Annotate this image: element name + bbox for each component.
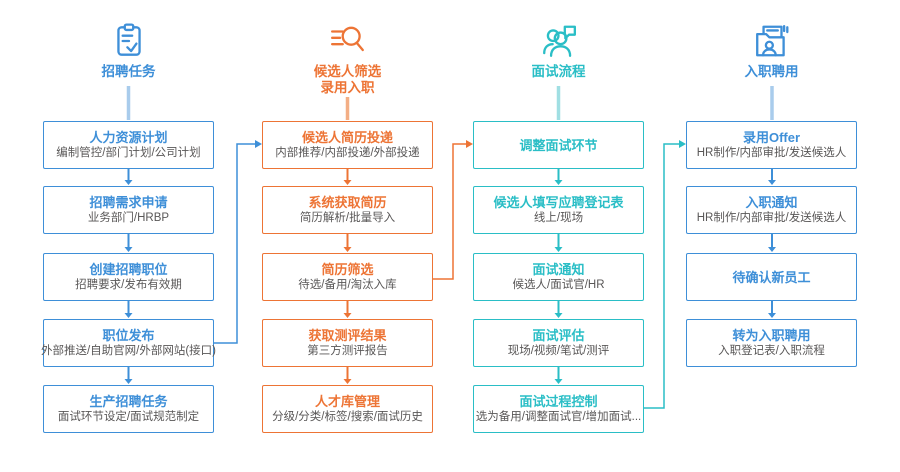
node-subtitle: HR制作/内部审批/发送候选人 — [696, 211, 847, 224]
column-header-onboarding: 入职聘用 — [686, 22, 857, 80]
column-recruitment-tasks: 招聘任务 人力资源计划 编制管控/部门计划/公司计划 招聘需求申请 业务部门/H… — [40, 0, 217, 472]
node-subtitle: HR制作/内部审批/发送候选人 — [696, 146, 847, 159]
node-subtitle: 业务部门/HRBP — [87, 211, 170, 224]
node-generate-recruit-task: 生产招聘任务 面试环节设定/面试规范制定 — [43, 385, 214, 433]
column-header-candidate-screening: 候选人筛选 录用入职 — [262, 22, 433, 96]
node-subtitle: 候选人/面试官/HR — [512, 278, 605, 291]
node-assessment-result: 获取测评结果 第三方测评报告 — [262, 319, 433, 367]
clipboard-check-icon — [116, 23, 141, 56]
node-subtitle: 第三方测评报告 — [307, 344, 388, 357]
node-title: 职位发布 — [102, 327, 155, 343]
node-title: 人力资源计划 — [89, 129, 168, 145]
node-subtitle: 外部推送/自助官网/外部网站(接口) — [40, 344, 217, 357]
column-header-interview-process: 面试流程 — [473, 22, 644, 80]
node-title: 转为入职聘用 — [732, 327, 811, 343]
column-title: 候选人筛选 — [313, 64, 382, 79]
node-title: 面试评估 — [532, 327, 585, 343]
column-candidate-screening: 候选人筛选 录用入职 候选人简历投递 内部推荐/内部投递/外部投递 系统获取简历… — [262, 0, 433, 472]
node-title: 候选人填写应聘登记表 — [493, 194, 624, 210]
node-subtitle: 待选/备用/淘汰入库 — [298, 278, 397, 291]
column-title: 入职聘用 — [744, 64, 799, 79]
node-system-fetch-resume: 系统获取简历 简历解析/批量导入 — [262, 186, 433, 234]
node-subtitle: 简历解析/批量导入 — [299, 211, 396, 224]
node-resume-screening: 简历筛选 待选/备用/淘汰入库 — [262, 253, 433, 301]
column-interview-process: 面试流程 调整面试环节 候选人填写应聘登记表 线上/现场 面试通知 候选人/面试… — [473, 0, 644, 472]
node-subtitle: 选为备用/调整面试官/增加面试... — [475, 410, 642, 423]
node-resume-submission: 候选人简历投递 内部推荐/内部投递/外部投递 — [262, 121, 433, 169]
node-title: 创建招聘职位 — [89, 261, 168, 277]
node-title: 待确认新员工 — [732, 269, 811, 285]
node-title: 简历筛选 — [321, 261, 374, 277]
employee-folder-icon — [755, 25, 788, 57]
node-convert-to-onboarding: 转为入职聘用 入职登记表/入职流程 — [686, 319, 857, 367]
node-talent-pool-management: 人才库管理 分级/分类/标签/搜索/面试历史 — [262, 385, 433, 433]
node-title: 调整面试环节 — [519, 137, 598, 153]
node-title: 入职通知 — [745, 194, 798, 210]
node-title: 招聘需求申请 — [89, 194, 168, 210]
node-subtitle: 入职登记表/入职流程 — [718, 344, 825, 357]
node-interview-process-control: 面试过程控制 选为备用/调整面试官/增加面试... — [473, 385, 644, 433]
interview-people-icon — [542, 25, 576, 57]
node-subtitle: 线上/现场 — [533, 211, 584, 224]
node-pending-new-employee: 待确认新员工 — [686, 253, 857, 301]
node-hr-resource-plan: 人力资源计划 编制管控/部门计划/公司计划 — [43, 121, 214, 169]
column-title-line2: 录用入职 — [320, 80, 375, 96]
node-subtitle: 招聘要求/发布有效期 — [75, 278, 182, 291]
node-subtitle: 现场/视频/笔试/测评 — [507, 344, 610, 357]
node-title: 面试通知 — [532, 261, 585, 277]
node-title: 系统获取简历 — [308, 194, 387, 210]
node-title: 人才库管理 — [314, 393, 380, 409]
node-fill-registration-form: 候选人填写应聘登记表 线上/现场 — [473, 186, 644, 234]
node-interview-notice: 面试通知 候选人/面试官/HR — [473, 253, 644, 301]
node-title: 面试过程控制 — [519, 393, 598, 409]
node-subtitle: 内部推荐/内部投递/外部投递 — [275, 146, 420, 159]
node-title: 获取测评结果 — [308, 327, 387, 343]
node-position-publish: 职位发布 外部推送/自助官网/外部网站(接口) — [40, 319, 217, 367]
node-title: 生产招聘任务 — [89, 393, 168, 409]
node-subtitle: 分级/分类/标签/搜索/面试历史 — [272, 410, 423, 423]
node-subtitle: 面试环节设定/面试规范制定 — [57, 410, 200, 423]
column-title: 面试流程 — [531, 64, 586, 79]
node-recruit-demand-apply: 招聘需求申请 业务部门/HRBP — [43, 186, 214, 234]
column-onboarding: 入职聘用 录用Offer HR制作/内部审批/发送候选人 入职通知 HR制作/内… — [686, 0, 857, 472]
node-interview-evaluation: 面试评估 现场/视频/笔试/测评 — [473, 319, 644, 367]
node-create-position: 创建招聘职位 招聘要求/发布有效期 — [43, 253, 214, 301]
node-subtitle: 编制管控/部门计划/公司计划 — [56, 146, 201, 159]
node-onboard-notice: 入职通知 HR制作/内部审批/发送候选人 — [686, 186, 857, 234]
search-filter-icon — [330, 26, 364, 52]
node-title: 候选人简历投递 — [301, 129, 393, 145]
node-title: 录用Offer — [742, 129, 801, 145]
node-adjust-interview-steps: 调整面试环节 — [473, 121, 644, 169]
column-title: 招聘任务 — [101, 64, 156, 79]
node-offer: 录用Offer HR制作/内部审批/发送候选人 — [686, 121, 857, 169]
column-header-recruitment-tasks: 招聘任务 — [43, 22, 214, 80]
